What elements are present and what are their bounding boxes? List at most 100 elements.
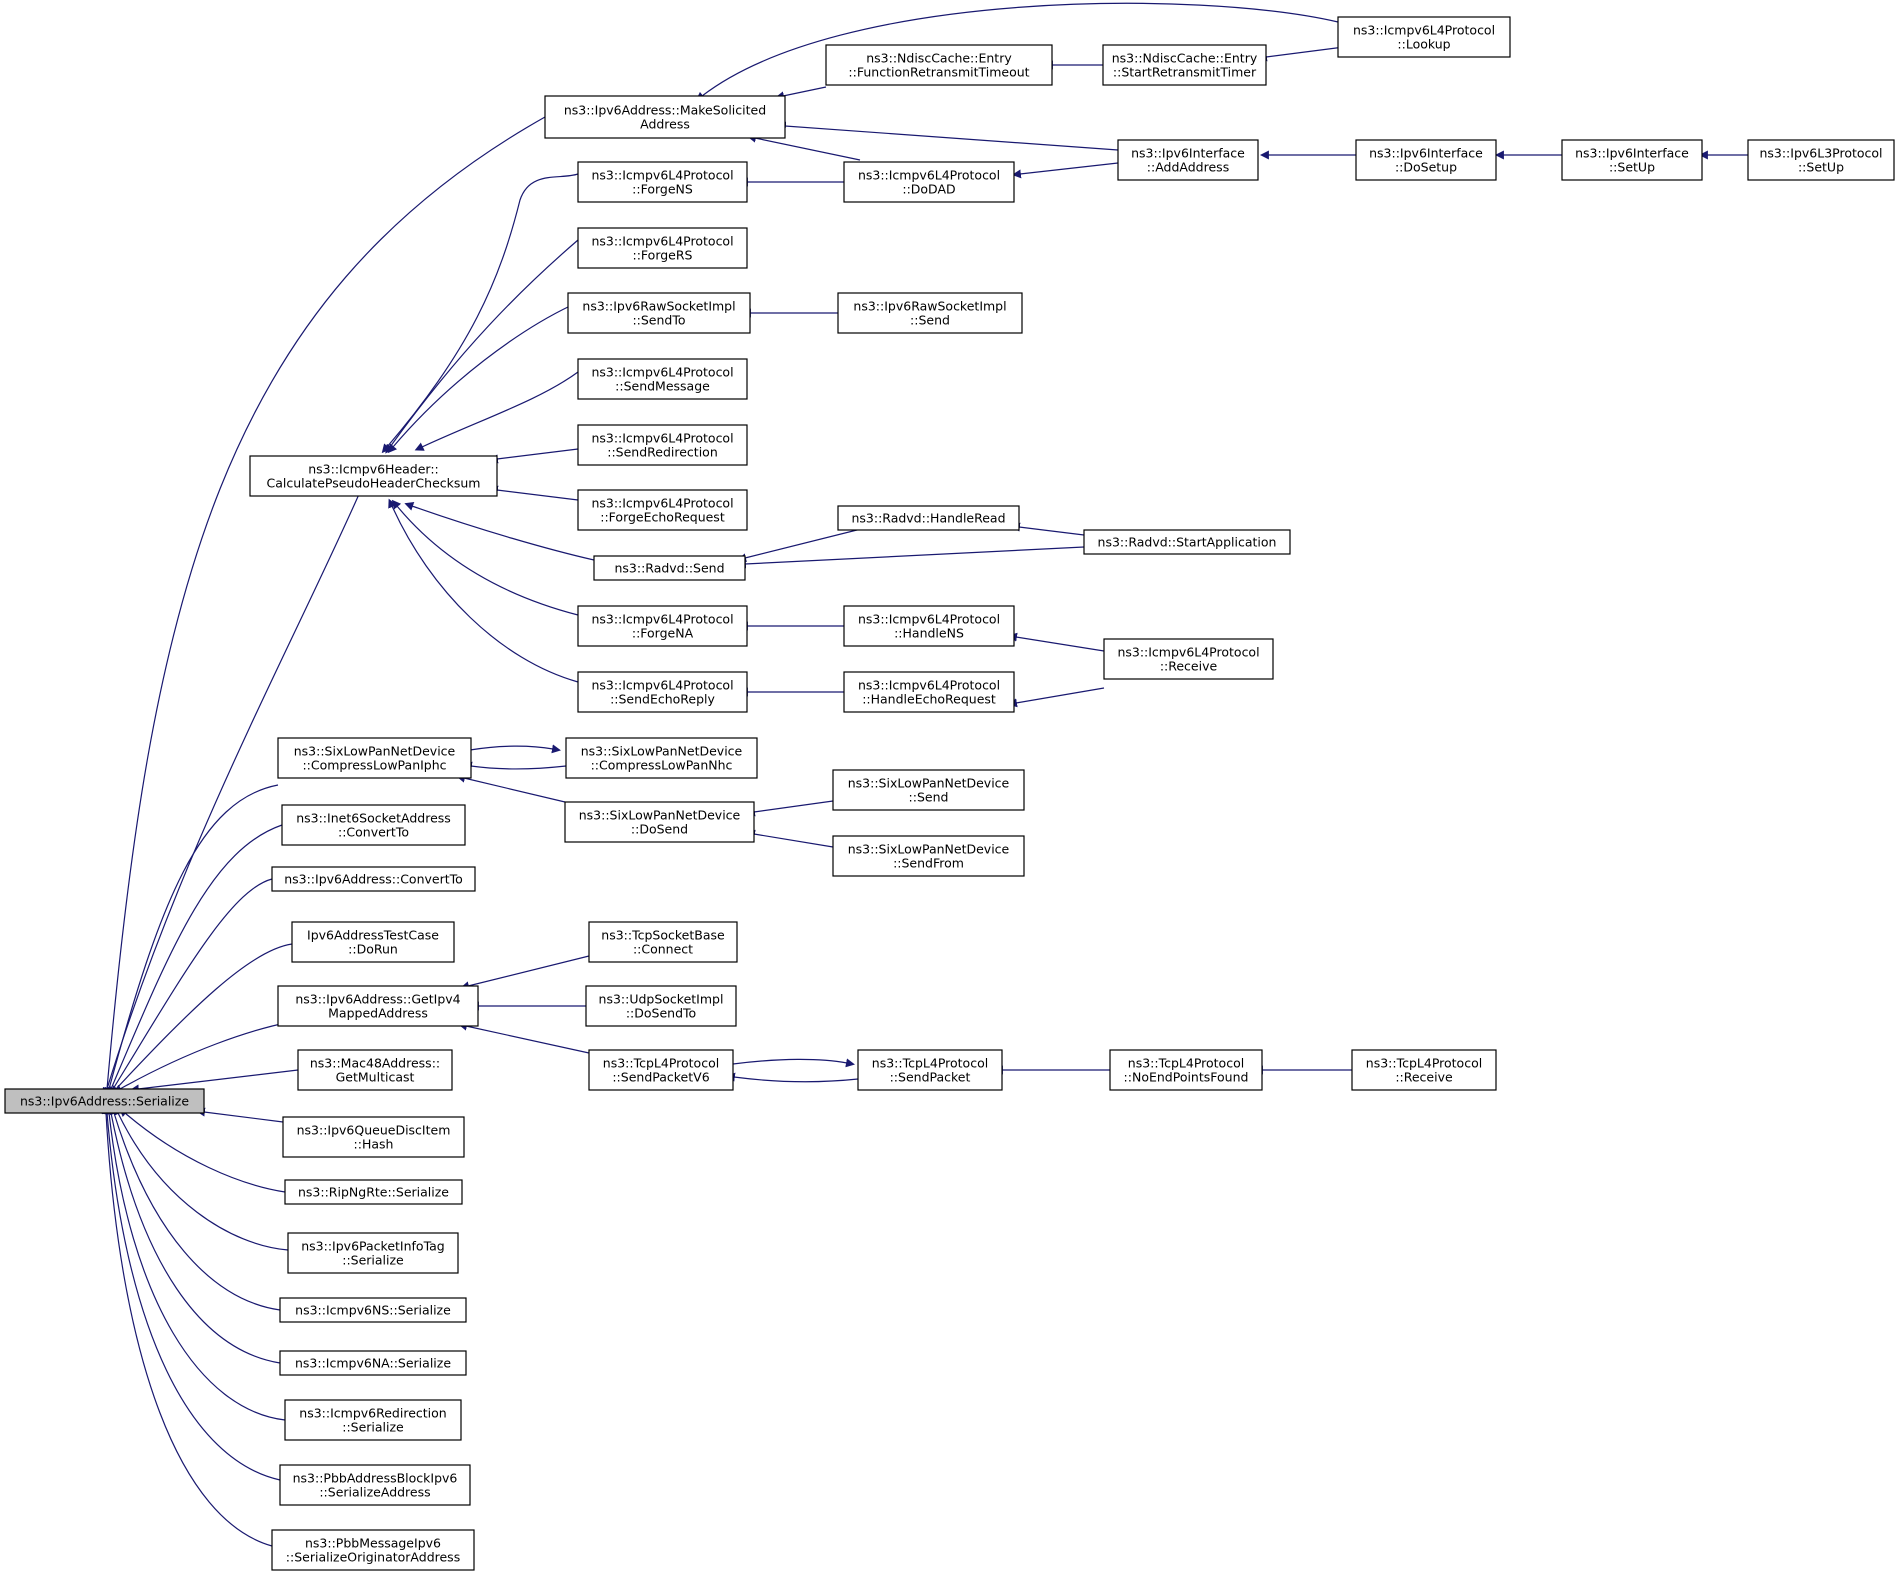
node-label: ns3::PbbMessageIpv6 [305,1536,441,1551]
node-label: ns3::Icmpv6NA::Serialize [295,1356,451,1371]
node-label: ns3::Icmpv6L4Protocol [858,678,1000,693]
node-box [544,95,786,139]
node-box [277,737,472,779]
node-radvd-read[interactable]: ns3::Radvd::HandleRead [837,505,1020,531]
edge [388,498,579,683]
node-sixlp-dosend[interactable]: ns3::SixLowPanNetDevice::DoSend [564,801,755,843]
node-func-retrans[interactable]: ns3::NdiscCache::Entry::FunctionRetransm… [825,44,1053,86]
node-sixlp-send[interactable]: ns3::SixLowPanNetDevice::Send [832,769,1025,811]
node-label: ::ConvertTo [338,825,409,840]
node-label: ::DoSendTo [626,1006,696,1021]
node-compress-iphc[interactable]: ns3::SixLowPanNetDevice::CompressLowPanI… [277,737,472,779]
node-pkt-info[interactable]: ns3::Ipv6PacketInfoTag::Serialize [287,1232,459,1274]
node-box [1355,139,1497,181]
node-queue-hash[interactable]: ns3::Ipv6QueueDiscItem::Hash [282,1116,465,1158]
edge [488,485,579,501]
node-box [281,804,466,846]
node-label: ::HandleNS [894,626,964,641]
edge [102,116,546,1098]
node-box [279,1464,471,1506]
node-start-retrans[interactable]: ns3::NdiscCache::Entry::StartRetransmitT… [1102,44,1267,86]
node-label: ns3::RipNgRte::Serialize [298,1185,449,1200]
node-iface-dosetup[interactable]: ns3::Ipv6Interface::DoSetup [1355,139,1497,181]
node-label: ::StartRetransmitTimer [1113,65,1257,80]
node-label: ns3::Ipv6QueueDiscItem [297,1123,451,1138]
node-udp-dosendto[interactable]: ns3::UdpSocketImpl::DoSendTo [585,985,737,1027]
node-tcp-sendpacket[interactable]: ns3::TcpL4Protocol::SendPacket [857,1049,1003,1091]
node-label: ns3::Icmpv6L4Protocol [591,431,733,446]
node-icmp-receive[interactable]: ns3::Icmpv6L4Protocol::Receive [1103,638,1274,680]
node-sixlp-sendfrom[interactable]: ns3::SixLowPanNetDevice::SendFrom [832,835,1025,877]
node-label: ns3::Ipv6L3Protocol [1759,146,1882,161]
node-label: ::SendFrom [893,856,964,871]
node-label: Ipv6AddressTestCase [307,928,439,943]
node-label: ::Lookup [1397,37,1450,52]
node-label: ::DoDAD [902,182,955,197]
node-label: MappedAddress [328,1006,428,1021]
node-forge-rs[interactable]: ns3::Icmpv6L4Protocol::ForgeRS [577,227,748,269]
edge [458,1021,590,1054]
node-icmp-redir-ser[interactable]: ns3::Icmpv6Redirection::Serialize [284,1399,462,1441]
node-forge-na[interactable]: ns3::Icmpv6L4Protocol::ForgeNA [577,605,748,647]
node-label: ::ForgeNA [632,626,694,641]
node-raw-sendto[interactable]: ns3::Ipv6RawSocketImpl::SendTo [567,292,751,334]
node-add-address[interactable]: ns3::Ipv6Interface::AddAddress [1117,139,1259,181]
node-tcp-receive[interactable]: ns3::TcpL4Protocol::Receive [1351,1049,1497,1091]
node-tcp-noend[interactable]: ns3::TcpL4Protocol::NoEndPointsFound [1109,1049,1263,1091]
node-send-redir[interactable]: ns3::Icmpv6L4Protocol::SendRedirection [577,424,748,466]
node-dodad[interactable]: ns3::Icmpv6L4Protocol::DoDAD [843,161,1015,203]
node-iface-setup[interactable]: ns3::Ipv6Interface::SetUp [1561,139,1703,181]
node-send-echo-reply[interactable]: ns3::Icmpv6L4Protocol::SendEchoReply [577,671,748,713]
node-label: ::Serialize [342,1253,404,1268]
node-forge-ns[interactable]: ns3::Icmpv6L4Protocol::ForgeNS [577,161,748,203]
node-box [297,1049,453,1091]
node-label: ns3::TcpSocketBase [601,928,725,943]
node-root[interactable]: ns3::Ipv6Address::Serialize [4,1088,205,1114]
node-tcp-sendv6[interactable]: ns3::TcpL4Protocol::SendPacketV6 [588,1049,734,1091]
node-box [291,921,455,963]
node-raw-send[interactable]: ns3::Ipv6RawSocketImpl::Send [837,292,1023,334]
node-box [857,1049,1003,1091]
node-box [1337,16,1511,58]
node-send-message[interactable]: ns3::Icmpv6L4Protocol::SendMessage [577,358,748,400]
node-box [1109,1049,1263,1091]
node-calc-pseudo[interactable]: ns3::Icmpv6Header::CalculatePseudoHeader… [249,455,498,497]
node-inet6-convert[interactable]: ns3::Inet6SocketAddress::ConvertTo [281,804,466,846]
edge [112,1021,291,1093]
node-ipv6-convert[interactable]: ns3::Ipv6Address::ConvertTo [271,866,476,892]
node-label: ns3::NdiscCache::Entry [1112,51,1258,66]
edge [746,829,834,848]
node-ripng[interactable]: ns3::RipNgRte::Serialize [284,1179,463,1205]
node-testcase[interactable]: Ipv6AddressTestCase::DoRun [291,921,455,963]
edge [385,239,579,454]
node-pbb-msg[interactable]: ns3::PbbMessageIpv6::SerializeOriginator… [271,1529,475,1571]
node-radvd-start[interactable]: ns3::Radvd::StartApplication [1083,529,1291,555]
node-handle-echo[interactable]: ns3::Icmpv6L4Protocol::HandleEchoRequest [843,671,1015,713]
node-tcp-connect[interactable]: ns3::TcpSocketBase::Connect [588,921,738,963]
node-handle-ns[interactable]: ns3::Icmpv6L4Protocol::HandleNS [843,605,1015,647]
edge [104,1104,286,1421]
node-forge-echo[interactable]: ns3::Icmpv6L4Protocol::ForgeEchoRequest [577,489,748,531]
node-compress-nhc[interactable]: ns3::SixLowPanNetDevice::CompressLowPanN… [565,737,758,779]
node-label: GetMulticast [336,1070,415,1085]
node-label: ns3::UdpSocketImpl [599,992,724,1007]
node-box [284,1399,462,1441]
node-box [577,424,748,466]
node-box [843,671,1015,713]
node-l3-setup[interactable]: ns3::Ipv6L3Protocol::SetUp [1747,139,1895,181]
node-radvd-send[interactable]: ns3::Radvd::Send [593,555,746,581]
node-lookup[interactable]: ns3::Icmpv6L4Protocol::Lookup [1337,16,1511,58]
node-label: ::SendTo [632,313,685,328]
node-box [577,605,748,647]
node-label: ::AddAddress [1147,160,1229,175]
node-pbb-block[interactable]: ns3::PbbAddressBlockIpv6::SerializeAddre… [279,1464,471,1506]
node-label: ::Connect [633,942,693,957]
edge [1257,46,1345,62]
node-label: ::DoSetup [1395,160,1457,175]
node-icmp-na-ser[interactable]: ns3::Icmpv6NA::Serialize [279,1350,467,1376]
node-icmp-ns-ser[interactable]: ns3::Icmpv6NS::Serialize [279,1297,467,1323]
node-label: ns3::SixLowPanNetDevice [848,776,1010,791]
node-mac48[interactable]: ns3::Mac48Address::GetMulticast [297,1049,453,1091]
